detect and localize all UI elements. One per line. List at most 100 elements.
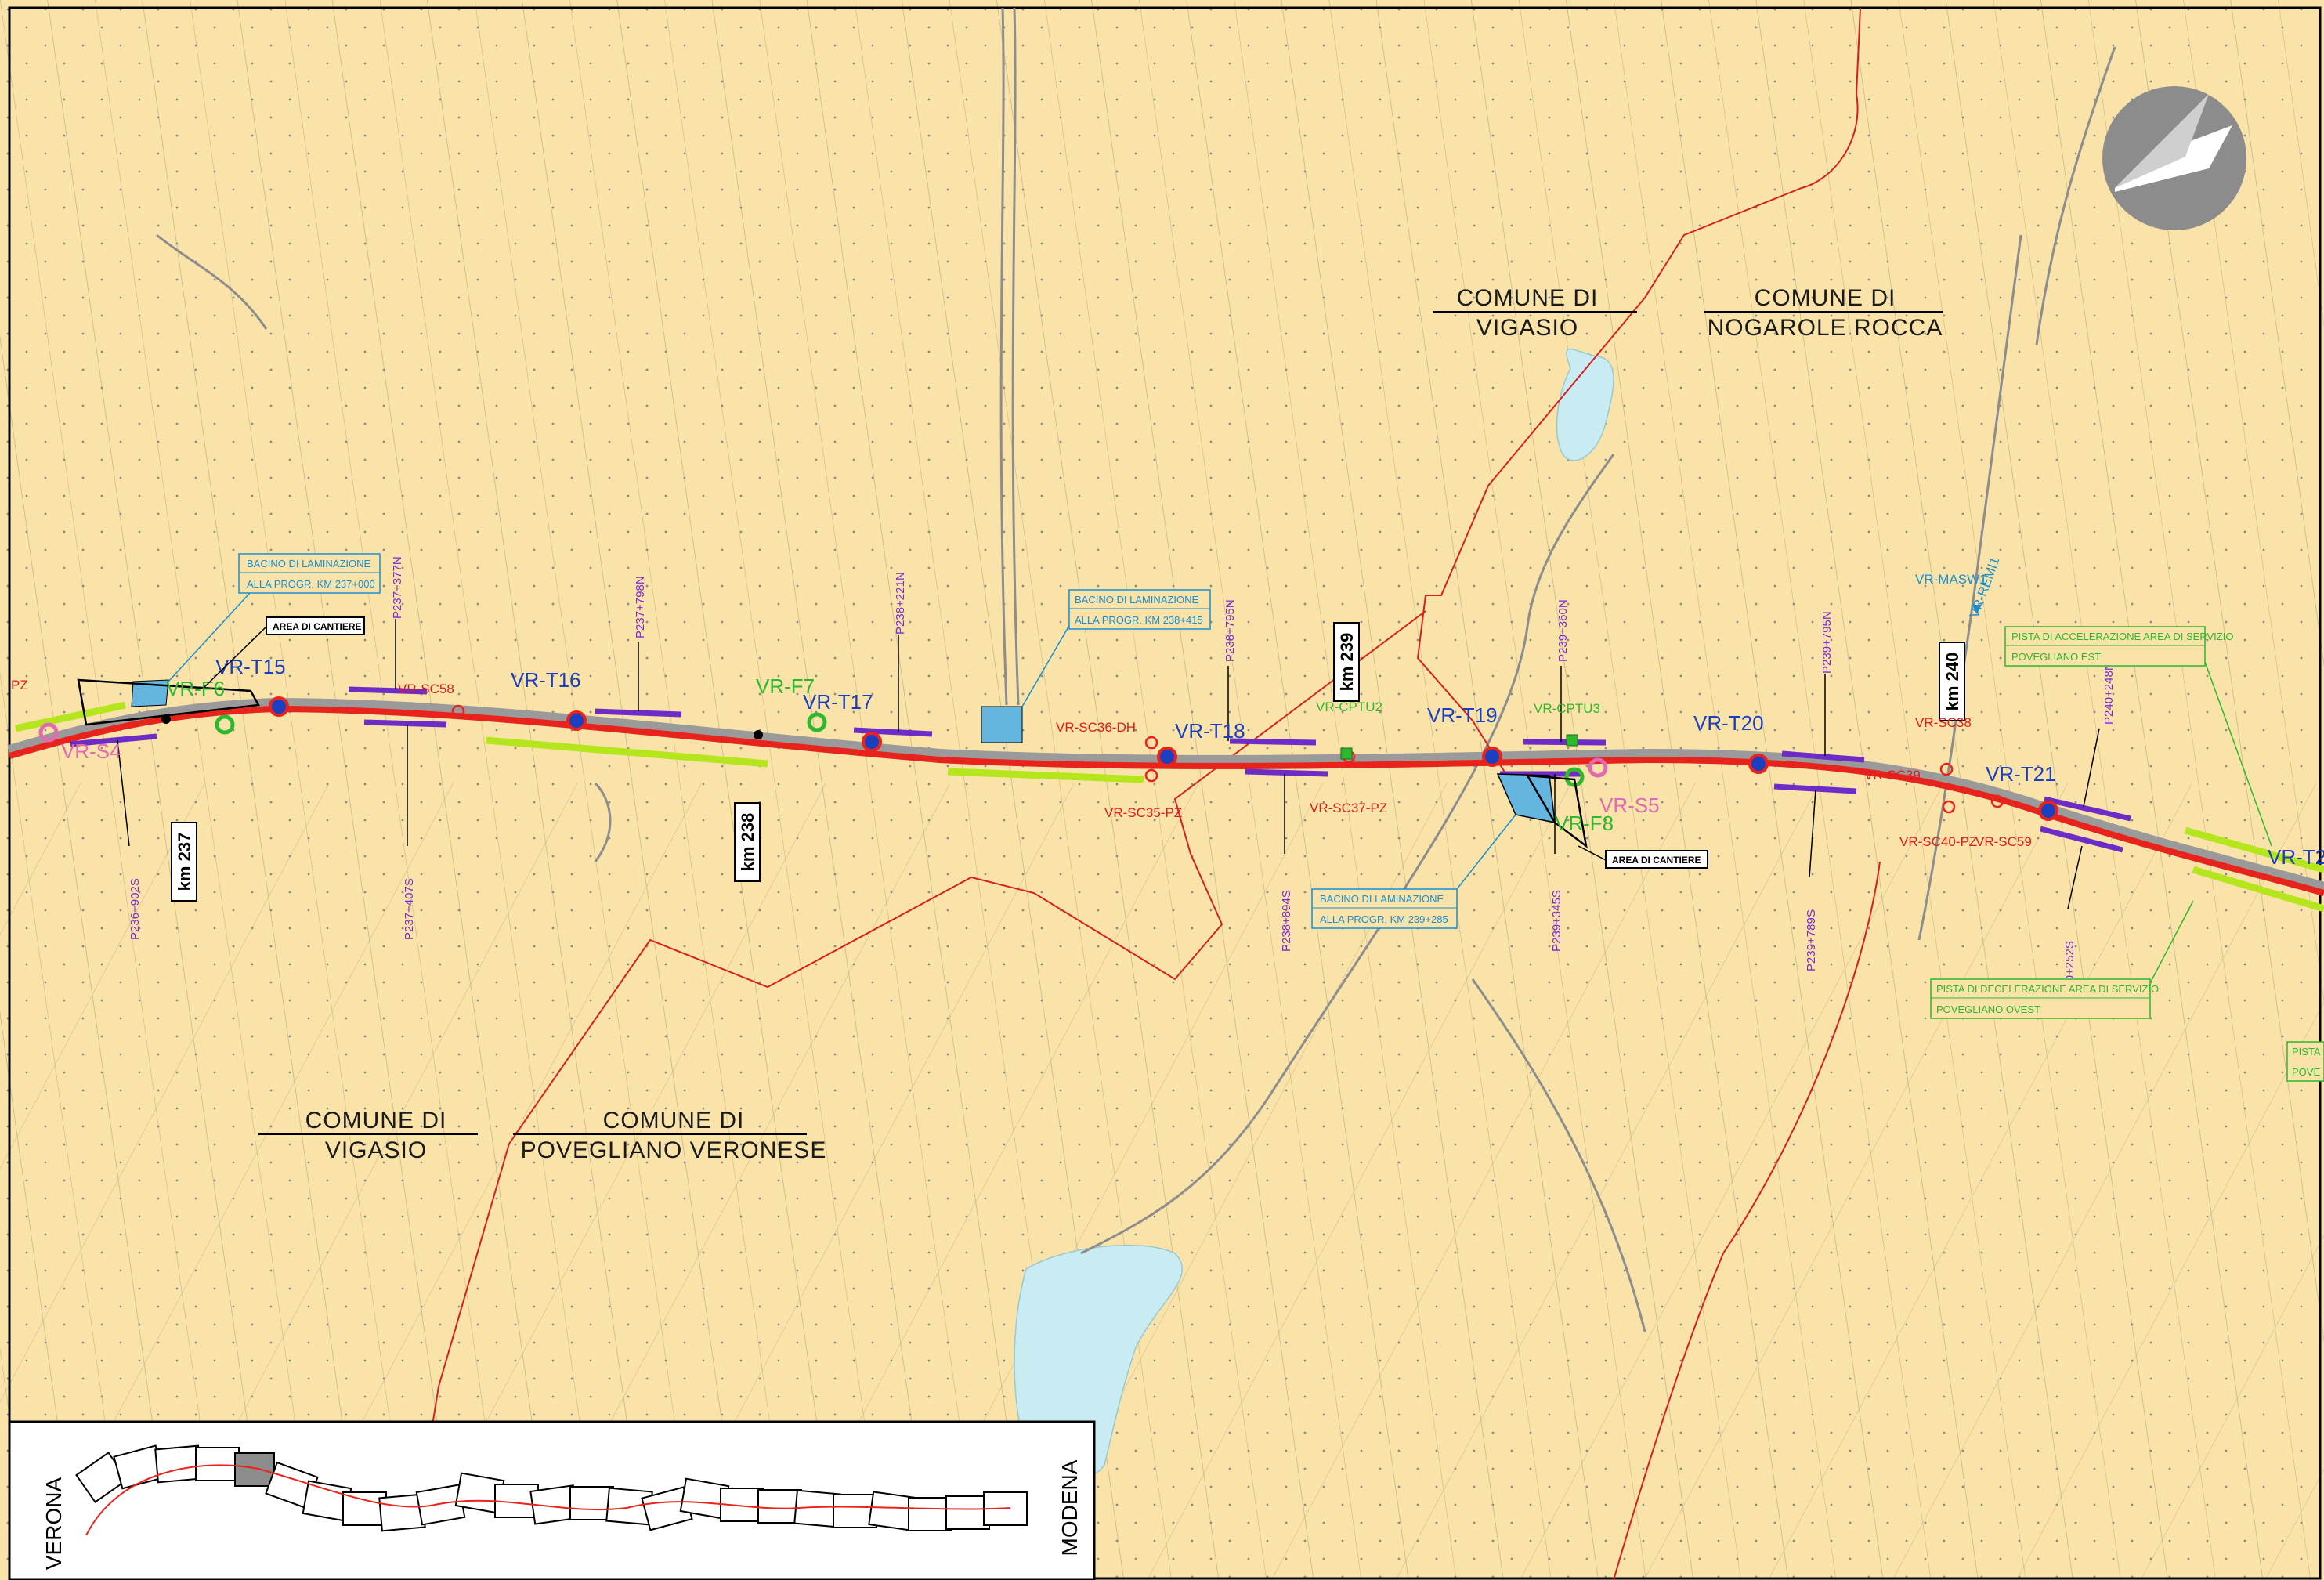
- tunnel-marker[interactable]: [1482, 747, 1502, 767]
- note-line: ALLA PROGR. KM 238+415: [1075, 614, 1203, 626]
- basin-2: [981, 706, 1023, 743]
- km-label: km 238: [738, 813, 757, 872]
- basin-1: [131, 679, 169, 707]
- cptu-marker[interactable]: [1566, 734, 1578, 747]
- lime-segments: [15, 701, 2324, 913]
- note-line: POVEGLIANO EST: [2011, 651, 2101, 663]
- note-bacino-3: BACINO DI LAMINAZIONE ALLA PROGR. KM 239…: [1311, 814, 1516, 929]
- note-line: ALLA PROGR. KM 239+285: [1320, 913, 1448, 925]
- tunnel-markers: [269, 696, 2058, 821]
- tunnel-label: VR-T20: [1693, 711, 1764, 735]
- cptu-label: VR-CPTU3: [1534, 701, 1600, 716]
- municipality-label-line2: VIGASIO: [325, 1137, 427, 1163]
- municipal-boundaries: [407, 7, 1881, 1580]
- progressive-label: P239+795N: [1820, 611, 1834, 674]
- tunnel-label: VR-T15: [215, 655, 286, 678]
- note-line: PISTA: [2292, 1046, 2321, 1058]
- survey-marker[interactable]: [1588, 757, 1608, 778]
- tunnel-marker[interactable]: [1748, 754, 1769, 774]
- tunnel-marker[interactable]: [269, 696, 289, 717]
- progressive-label: P240+248N: [2102, 662, 2116, 725]
- north-arrow-icon: [2102, 86, 2246, 230]
- note-line: PISTA DI DECELERAZIONE AREA DI SERVIZIO: [1936, 983, 2159, 995]
- tunnel-marker[interactable]: [566, 710, 587, 731]
- cptu-labels: VR-CPTU2 VR-CPTU3: [1316, 700, 1600, 716]
- note-line: PISTA DI ACCELERAZIONE AREA DI SERVIZIO: [2011, 631, 2233, 642]
- tunnel-label: VR-T21: [1986, 762, 2056, 786]
- tunnel-label: VR-T2: [2268, 845, 2324, 869]
- municipality-label-line1: COMUNE DI: [603, 1108, 745, 1133]
- note-bacino-1: BACINO DI LAMINAZIONE ALLA PROGR. KM 237…: [168, 553, 381, 682]
- progressive-leaders: [117, 619, 2100, 909]
- fault-labels: VR-F6 VR-F7 VR-F8: [166, 674, 1614, 835]
- note-line: ALLA PROGR. KM 237+000: [247, 578, 375, 590]
- note-line: AREA DI CANTIERE: [273, 621, 362, 632]
- survey-markers: [38, 722, 1608, 778]
- geophysics-marker[interactable]: [1972, 605, 1982, 614]
- sample-label: VR-SC36-DH: [1056, 720, 1136, 735]
- progressive-label: P237+377N: [391, 556, 404, 619]
- progressive-label: P238+795N: [1223, 599, 1237, 662]
- note-line: POVEGLIANO OVEST: [1936, 1003, 2040, 1015]
- progressive-label: P239+789S: [1805, 909, 1818, 971]
- area-cantiere-1: [77, 678, 261, 726]
- key-map-left-label: VERONA: [42, 1477, 66, 1571]
- municipality-label-line2: NOGAROLE ROCCA: [1708, 315, 1943, 341]
- secondary-roads: [156, 7, 2116, 1332]
- sample-label: VR-SC59: [1975, 834, 2032, 849]
- municipality-label-line1: COMUNE DI: [1457, 285, 1599, 311]
- municipality-label-line1: COMUNE DI: [305, 1108, 447, 1133]
- tunnel-marker[interactable]: [1157, 747, 1177, 767]
- key-map-right-label: MODENA: [1057, 1459, 1082, 1556]
- progressive-label: P238+221N: [894, 572, 907, 635]
- sample-label: VR-SC58: [398, 682, 454, 696]
- km-label: km 240: [1943, 653, 1962, 711]
- progressive-label: P239+345S: [1550, 890, 1563, 952]
- fault-marker[interactable]: [215, 714, 235, 735]
- progressive-label: P236+902S: [128, 878, 142, 940]
- note-cantiere-1: AREA DI CANTIERE: [203, 616, 365, 689]
- sample-label: VR-SC38: [1915, 715, 1972, 730]
- fault-label: VR-F6: [166, 677, 225, 700]
- survey-label: VR-S4: [61, 739, 121, 763]
- sample-labels: PZ VR-SC58 VR-SC36-DH VR-SC35-PZ VR-SC37…: [11, 678, 2032, 849]
- tunnel-labels: VR-T15 VR-T16 VR-T17 VR-T18 VR-T19 VR-T2…: [215, 655, 2324, 869]
- km-labels: km 237 km 238 km 239 km 240: [171, 622, 1965, 902]
- note-line: BACINO DI LAMINAZIONE: [1320, 893, 1444, 905]
- municipality-label-line2: POVEGLIANO VERONESE: [521, 1137, 827, 1163]
- cross-sections: [70, 686, 2131, 853]
- km-label: km 239: [1337, 633, 1357, 692]
- cptu-marker[interactable]: [1340, 747, 1353, 760]
- key-map-sheets: [75, 1444, 1028, 1532]
- key-map-inset: VERONA MODENA: [8, 1420, 1096, 1580]
- note-line: BACINO DI LAMINAZIONE: [247, 558, 371, 569]
- map-frame: [8, 6, 2322, 1580]
- survey-label: VR-S5: [1599, 794, 1660, 817]
- municipality-labels: COMUNE DI VIGASIO COMUNE DI NOGAROLE ROC…: [258, 285, 1943, 1163]
- fault-marker[interactable]: [807, 712, 827, 732]
- lake-south: [1014, 1244, 1183, 1480]
- tunnel-label: VR-T19: [1427, 703, 1498, 727]
- sample-label: VR-SC39: [1864, 768, 1921, 783]
- tunnel-label: VR-T16: [511, 668, 581, 692]
- progressive-label: P237+407S: [403, 878, 416, 940]
- area-cantiere-2: [1525, 774, 1588, 848]
- tunnel-marker[interactable]: [2038, 801, 2058, 821]
- km-label: km 237: [175, 833, 194, 891]
- sample-label: VR-SC35-PZ: [1104, 805, 1182, 820]
- tunnel-marker[interactable]: [862, 732, 882, 752]
- progressive-label: P238+894S: [1280, 890, 1293, 952]
- note-bacino-2: BACINO DI LAMINAZIONE ALLA PROGR. KM 238…: [1021, 589, 1211, 707]
- note-line: AREA DI CANTIERE: [1612, 855, 1701, 866]
- survey-marker[interactable]: [38, 722, 59, 743]
- geophysics-label: VR-MASW1: [1915, 572, 1987, 587]
- progressive-label: P239+360N: [1556, 599, 1570, 662]
- note-pista-cut: PISTA POVE: [2286, 1041, 2324, 1082]
- lake-north: [1556, 348, 1614, 461]
- municipality-label-line1: COMUNE DI: [1755, 285, 1896, 311]
- note-pista-acc: PISTA DI ACCELERAZIONE AREA DI SERVIZIO …: [2004, 626, 2272, 847]
- key-map-alignment: [85, 1464, 1011, 1536]
- fault-label: VR-F8: [1555, 812, 1614, 835]
- tunnel-label: VR-T18: [1175, 719, 1245, 743]
